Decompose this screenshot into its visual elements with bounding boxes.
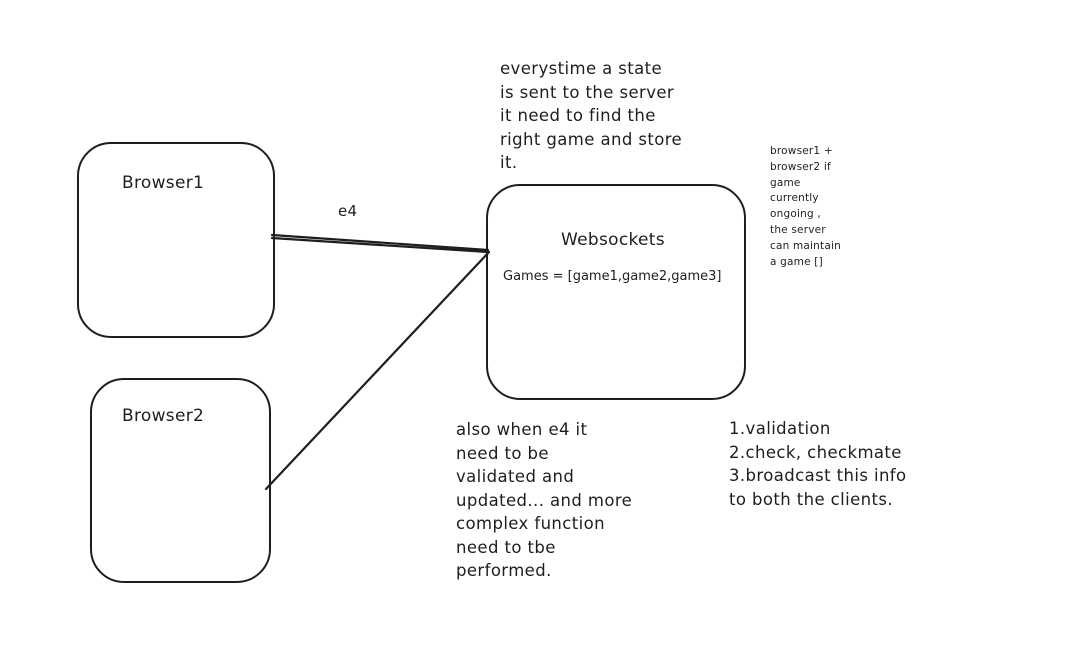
websockets-server-box [486, 184, 746, 400]
browser2-box [90, 378, 271, 583]
note-bottom-right: 1.validation 2.check, checkmate 3.broadc… [729, 419, 907, 509]
edge-browser1-to-server [270, 233, 490, 254]
browser1-box [77, 142, 275, 338]
edge-label-e4: e4 [338, 202, 358, 220]
browser1-label: Browser1 [122, 173, 205, 193]
note-top: everystime a state is sent to the server… [500, 59, 683, 172]
websockets-label: Websockets [561, 230, 665, 250]
note-side: browser1 + browser2 if game currently on… [770, 145, 841, 268]
note-bottom-left: also when e4 it need to be validated and… [456, 420, 633, 580]
browser2-label: Browser2 [122, 406, 205, 426]
games-array-text: Games = [game1,game2,game3] [503, 269, 722, 284]
edge-browser2-to-server [264, 250, 491, 491]
